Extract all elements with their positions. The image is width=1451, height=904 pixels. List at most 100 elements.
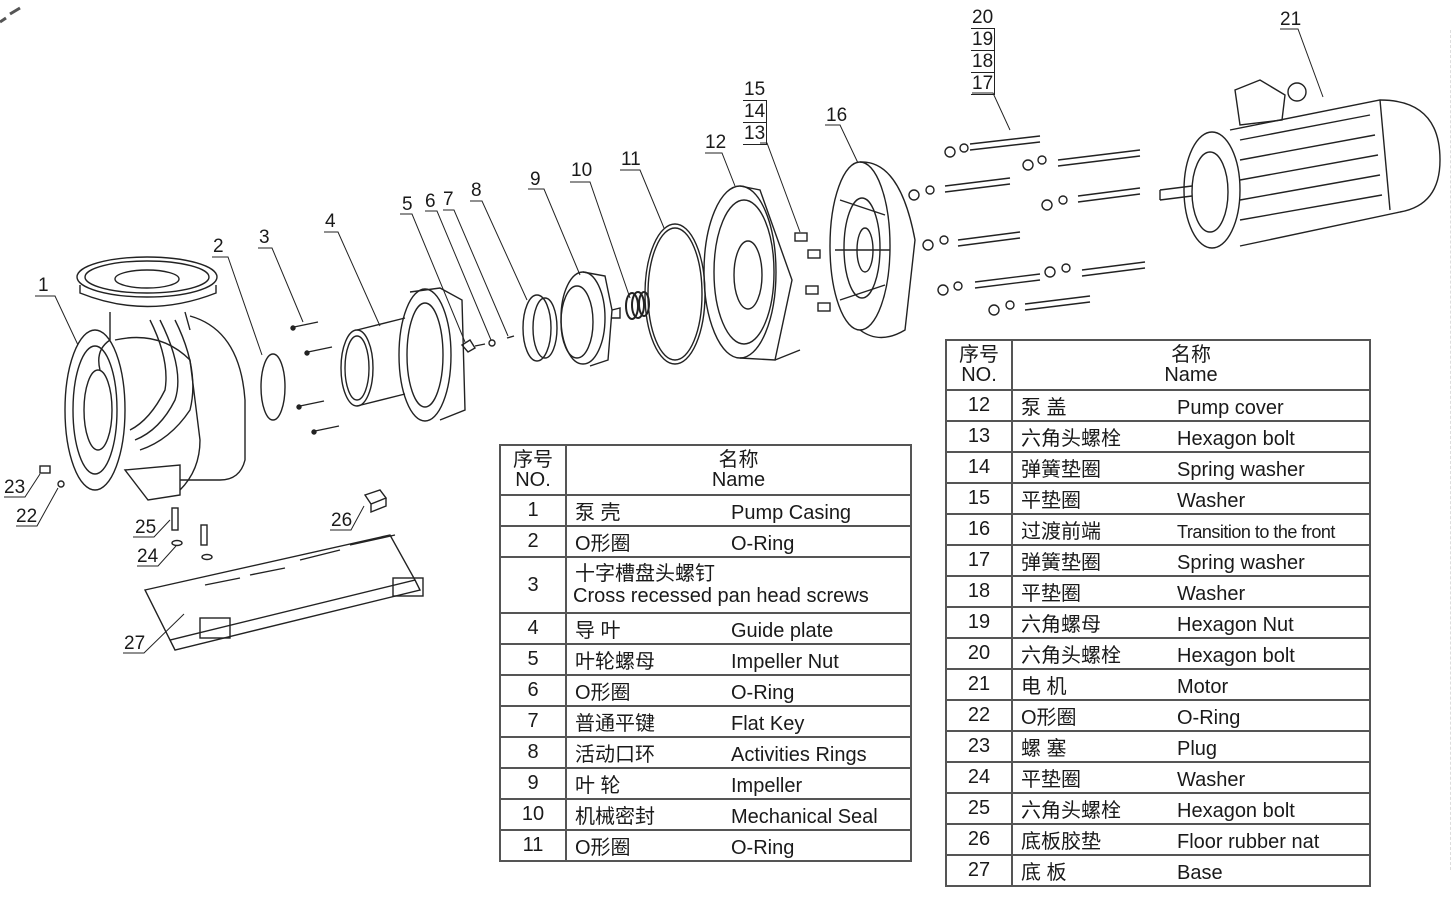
callout-20: 20 (971, 7, 996, 29)
callout-26: 26 (331, 510, 353, 531)
row-no: 12 (945, 389, 1013, 422)
row-no: 23 (945, 730, 1013, 763)
row-no: 10 (499, 798, 567, 831)
row-no: 6 (499, 674, 567, 707)
row-no: 18 (945, 575, 1013, 608)
callout-11: 11 (621, 149, 641, 170)
part-small-bolts (794, 232, 831, 312)
row-name-cn: 叶 轮 (575, 775, 621, 797)
part-transition-front (829, 161, 916, 339)
header-no-en: NO. (961, 364, 997, 386)
callout-16: 16 (826, 105, 848, 126)
part-screws-3 (290, 321, 340, 435)
row-name-cn: O形圈 (1021, 707, 1077, 729)
row-no: 21 (945, 668, 1013, 701)
callout-12: 12 (705, 132, 727, 153)
row-name-en: O-Ring (1177, 707, 1241, 729)
row-no: 20 (945, 637, 1013, 670)
row-name-en: Floor rubber nat (1177, 831, 1320, 853)
callout-27: 27 (124, 633, 146, 654)
callout-7: 7 (443, 189, 454, 210)
callout-9: 9 (530, 169, 541, 190)
part-long-bolts (908, 135, 1146, 316)
part-base (143, 534, 424, 651)
part-o-ring-11 (644, 223, 706, 365)
part-pump-cover (703, 185, 801, 361)
part-guide-plate (340, 287, 466, 422)
part-plug-washers (39, 465, 213, 561)
row-name-cn: 六角螺母 (1021, 614, 1101, 636)
row-no: 24 (945, 761, 1013, 794)
row-name-en: O-Ring (731, 533, 795, 555)
row-name-en: Plug (1177, 738, 1218, 760)
row-no: 3 (499, 556, 567, 614)
row-no: 5 (499, 643, 567, 676)
part-activity-ring (522, 294, 558, 362)
callout-17: 17 (971, 73, 996, 95)
callout-23: 23 (4, 477, 26, 498)
leader-lines (4, 28, 1324, 654)
row-name-cn: 泵 壳 (575, 502, 621, 524)
row-name-cn: O形圈 (575, 533, 631, 555)
row-name-en: Hexagon bolt (1177, 800, 1295, 822)
row-name-cn: 弹簧垫圈 (1021, 552, 1101, 574)
row-name-cn: 平垫圈 (1021, 583, 1081, 605)
row-name-cn: 平垫圈 (1021, 490, 1081, 512)
callout-3: 3 (259, 227, 270, 248)
callout-18: 18 (971, 51, 996, 73)
part-mechanical-seal (625, 291, 650, 320)
row-name-en: Guide plate (731, 620, 834, 642)
row-name-cn: 叶轮螺母 (575, 651, 655, 673)
part-pump-casing (64, 256, 246, 501)
header-no-cn: 序号 (959, 344, 999, 366)
row-name-cn: O形圈 (575, 837, 631, 859)
row-name-cn: 六角头螺栓 (1021, 800, 1121, 822)
row-no: 8 (499, 736, 567, 769)
part-rubber-pad (363, 489, 388, 514)
corner-mark (0, 6, 21, 24)
row-name-en: Transition to the front (1177, 522, 1335, 542)
row-name-cn: 弹簧垫圈 (1021, 459, 1101, 481)
header-no-en: NO. (515, 469, 551, 491)
row-name-cn: 活动口环 (575, 744, 655, 766)
callout-1: 1 (38, 275, 49, 296)
callout-stack-17-20: 20 19 18 17 (971, 7, 996, 95)
part-nut-oring-key (460, 335, 515, 353)
part-impeller (560, 271, 621, 367)
row-no: 27 (945, 854, 1013, 887)
row-no: 4 (499, 612, 567, 645)
callout-10: 10 (571, 160, 593, 181)
callout-19: 19 (971, 29, 996, 51)
row-no: 9 (499, 767, 567, 800)
row-no: 16 (945, 513, 1013, 546)
row-name-en: Motor (1177, 676, 1229, 698)
row-name: 六角头螺栓 Hexagon bolt (1011, 792, 1371, 825)
